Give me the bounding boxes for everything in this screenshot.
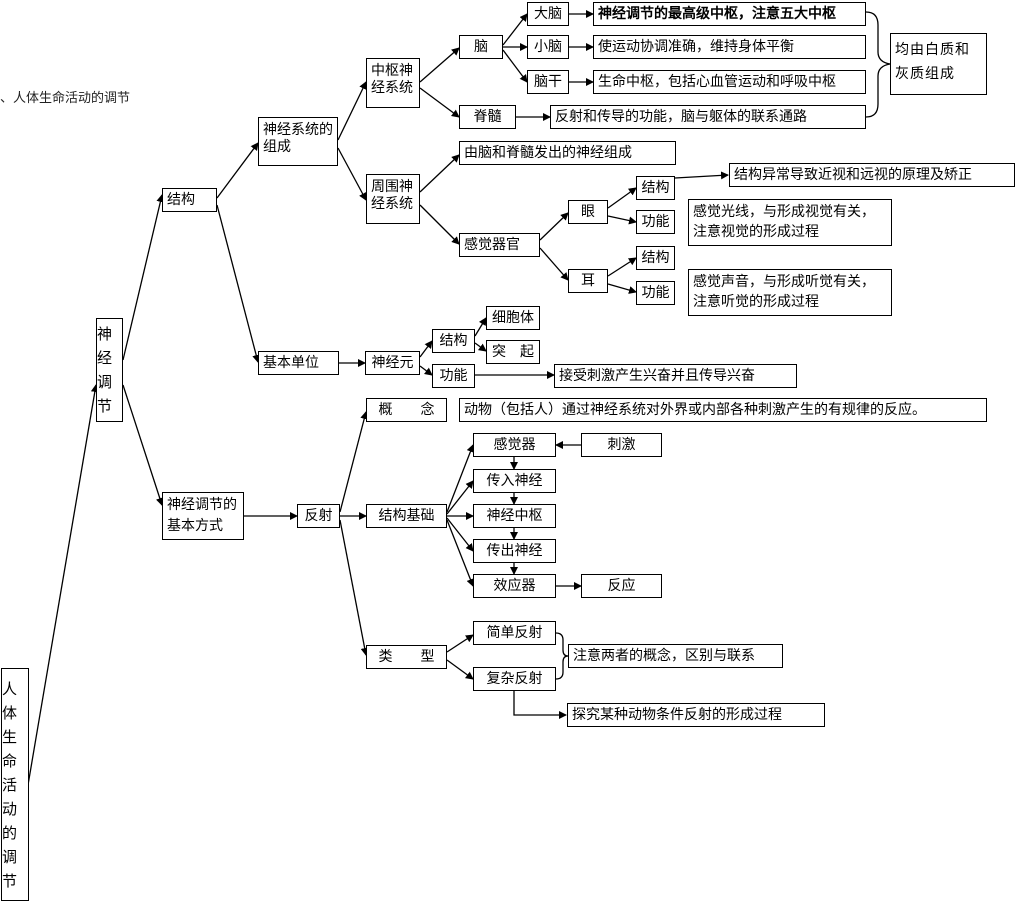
root-node: 人体生命活动的调节	[1, 668, 29, 901]
system-node: 神经系统的组成	[258, 117, 338, 166]
cns-node: 中枢神经系统	[366, 58, 420, 108]
complex-reflex-node: 复杂反射	[473, 667, 556, 691]
stimulus-node: 刺激	[581, 433, 662, 457]
receptor-node: 感觉器	[473, 433, 556, 457]
eye-node: 眼	[568, 200, 608, 224]
ear-function-node: 功能	[636, 281, 675, 305]
matter-note: 均由白质和灰质组成	[890, 33, 987, 95]
eye-structure-note: 结构异常导致近视和远视的原理及矫正	[729, 163, 1015, 187]
brain-node: 脑	[459, 35, 503, 59]
type-note: 注意两者的概念，区别与联系	[568, 644, 783, 668]
cerebrum-node: 大脑	[527, 2, 569, 26]
eye-function-node: 功能	[636, 210, 675, 234]
pns-note: 由脑和脊髓发出的神经组成	[459, 141, 676, 165]
cell-body-node: 细胞体	[486, 306, 540, 330]
spinal-node: 脊髓	[459, 105, 516, 129]
spinal-note: 反射和传导的功能，脑与躯体的联系通路	[550, 105, 866, 129]
neuron-node: 神经元	[365, 351, 420, 375]
efferent-node: 传出神经	[473, 539, 556, 563]
concept-note: 动物（包括人）通过神经系统对外界或内部各种刺激产生的有规律的反应。	[459, 398, 987, 422]
process-node: 突 起	[486, 340, 540, 364]
cerebrum-note: 神经调节的最高级中枢，注意五大中枢	[593, 2, 866, 26]
main-node: 神经调节	[96, 318, 123, 422]
unit-node: 基本单位	[258, 351, 339, 375]
basis-node: 结构基础	[366, 504, 447, 528]
neuron-function-note: 接受刺激产生兴奋并且传导兴奋	[554, 364, 797, 388]
eye-structure-node: 结构	[636, 176, 675, 200]
ear-structure-node: 结构	[636, 246, 675, 270]
cerebellum-note: 使运动协调准确，维持身体平衡	[593, 35, 866, 59]
ear-node: 耳	[568, 269, 608, 293]
reflex-node: 反射	[297, 504, 340, 528]
center-node: 神经中枢	[473, 504, 556, 528]
explore-note: 探究某种动物条件反射的形成过程	[567, 703, 825, 727]
neuron-function-node: 功能	[432, 364, 475, 388]
brainstem-node: 脑干	[527, 70, 569, 94]
side-title: 、人体生命活动的调节	[0, 91, 131, 106]
pns-node: 周围神经系统	[366, 174, 420, 224]
concept-node: 概 念	[366, 398, 447, 422]
structure-node: 结构	[162, 188, 217, 212]
type-node: 类 型	[366, 645, 447, 669]
brainstem-note: 生命中枢，包括心血管运动和呼吸中枢	[593, 70, 866, 94]
sense-node: 感觉器官	[459, 233, 540, 257]
cerebellum-node: 小脑	[527, 35, 569, 59]
response-node: 反应	[581, 574, 662, 598]
neuron-structure-node: 结构	[432, 329, 475, 353]
effector-node: 效应器	[473, 574, 556, 598]
afferent-node: 传入神经	[473, 469, 556, 493]
simple-reflex-node: 简单反射	[473, 621, 556, 645]
eye-function-note: 感觉光线，与形成视觉有关，注意视觉的形成过程	[688, 199, 892, 246]
ear-function-note: 感觉声音，与形成听觉有关，注意听觉的形成过程	[688, 269, 892, 316]
mode-node: 神经调节的基本方式	[162, 492, 244, 540]
